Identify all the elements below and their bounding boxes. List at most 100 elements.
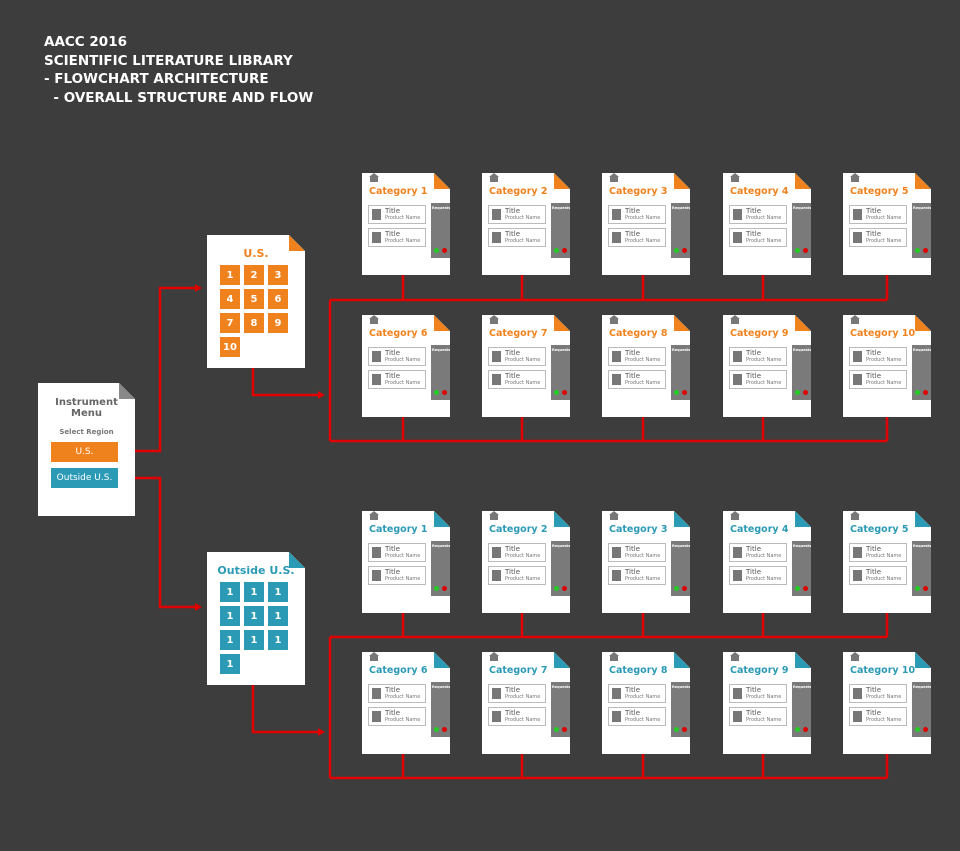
outside-us-button[interactable]: Outside U.S. <box>51 468 118 488</box>
category-tile[interactable]: 3 <box>268 265 288 285</box>
home-icon[interactable] <box>730 652 740 661</box>
category-tile[interactable]: 1 <box>268 582 288 602</box>
category-tile[interactable]: 1 <box>220 630 240 650</box>
category-tile[interactable]: 9 <box>268 313 288 333</box>
category-tile[interactable]: 1 <box>220 582 240 602</box>
category-tile[interactable]: 8 <box>244 313 264 333</box>
home-icon[interactable] <box>850 652 860 661</box>
home-icon[interactable] <box>850 315 860 324</box>
category-tile[interactable]: 7 <box>220 313 240 333</box>
home-icon[interactable] <box>489 652 499 661</box>
category-tile[interactable]: 1 <box>220 265 240 285</box>
home-icon[interactable] <box>609 173 619 182</box>
category-tile[interactable]: 1 <box>244 630 264 650</box>
category-tile[interactable]: 4 <box>220 289 240 309</box>
home-icon[interactable] <box>489 315 499 324</box>
home-icon[interactable] <box>609 511 619 520</box>
home-icon[interactable] <box>609 315 619 324</box>
category-tile[interactable]: 1 <box>268 630 288 650</box>
home-icon[interactable] <box>489 511 499 520</box>
home-icon[interactable] <box>850 173 860 182</box>
home-icon[interactable] <box>850 511 860 520</box>
category-tile[interactable]: 10 <box>220 337 240 357</box>
home-icon[interactable] <box>369 315 379 324</box>
home-icon[interactable] <box>369 511 379 520</box>
category-tile[interactable]: 1 <box>268 606 288 626</box>
category-tile[interactable]: 1 <box>244 606 264 626</box>
home-icon[interactable] <box>369 173 379 182</box>
category-tile[interactable]: 1 <box>220 606 240 626</box>
home-icon[interactable] <box>369 652 379 661</box>
home-icon[interactable] <box>730 173 740 182</box>
home-icon[interactable] <box>730 511 740 520</box>
us-button[interactable]: U.S. <box>51 442 118 462</box>
category-tile[interactable]: 1 <box>244 582 264 602</box>
category-tile[interactable]: 6 <box>268 289 288 309</box>
category-tile[interactable]: 5 <box>244 289 264 309</box>
category-tile[interactable]: 1 <box>220 654 240 674</box>
home-icon[interactable] <box>489 173 499 182</box>
category-tile[interactable]: 2 <box>244 265 264 285</box>
home-icon[interactable] <box>609 652 619 661</box>
home-icon[interactable] <box>730 315 740 324</box>
